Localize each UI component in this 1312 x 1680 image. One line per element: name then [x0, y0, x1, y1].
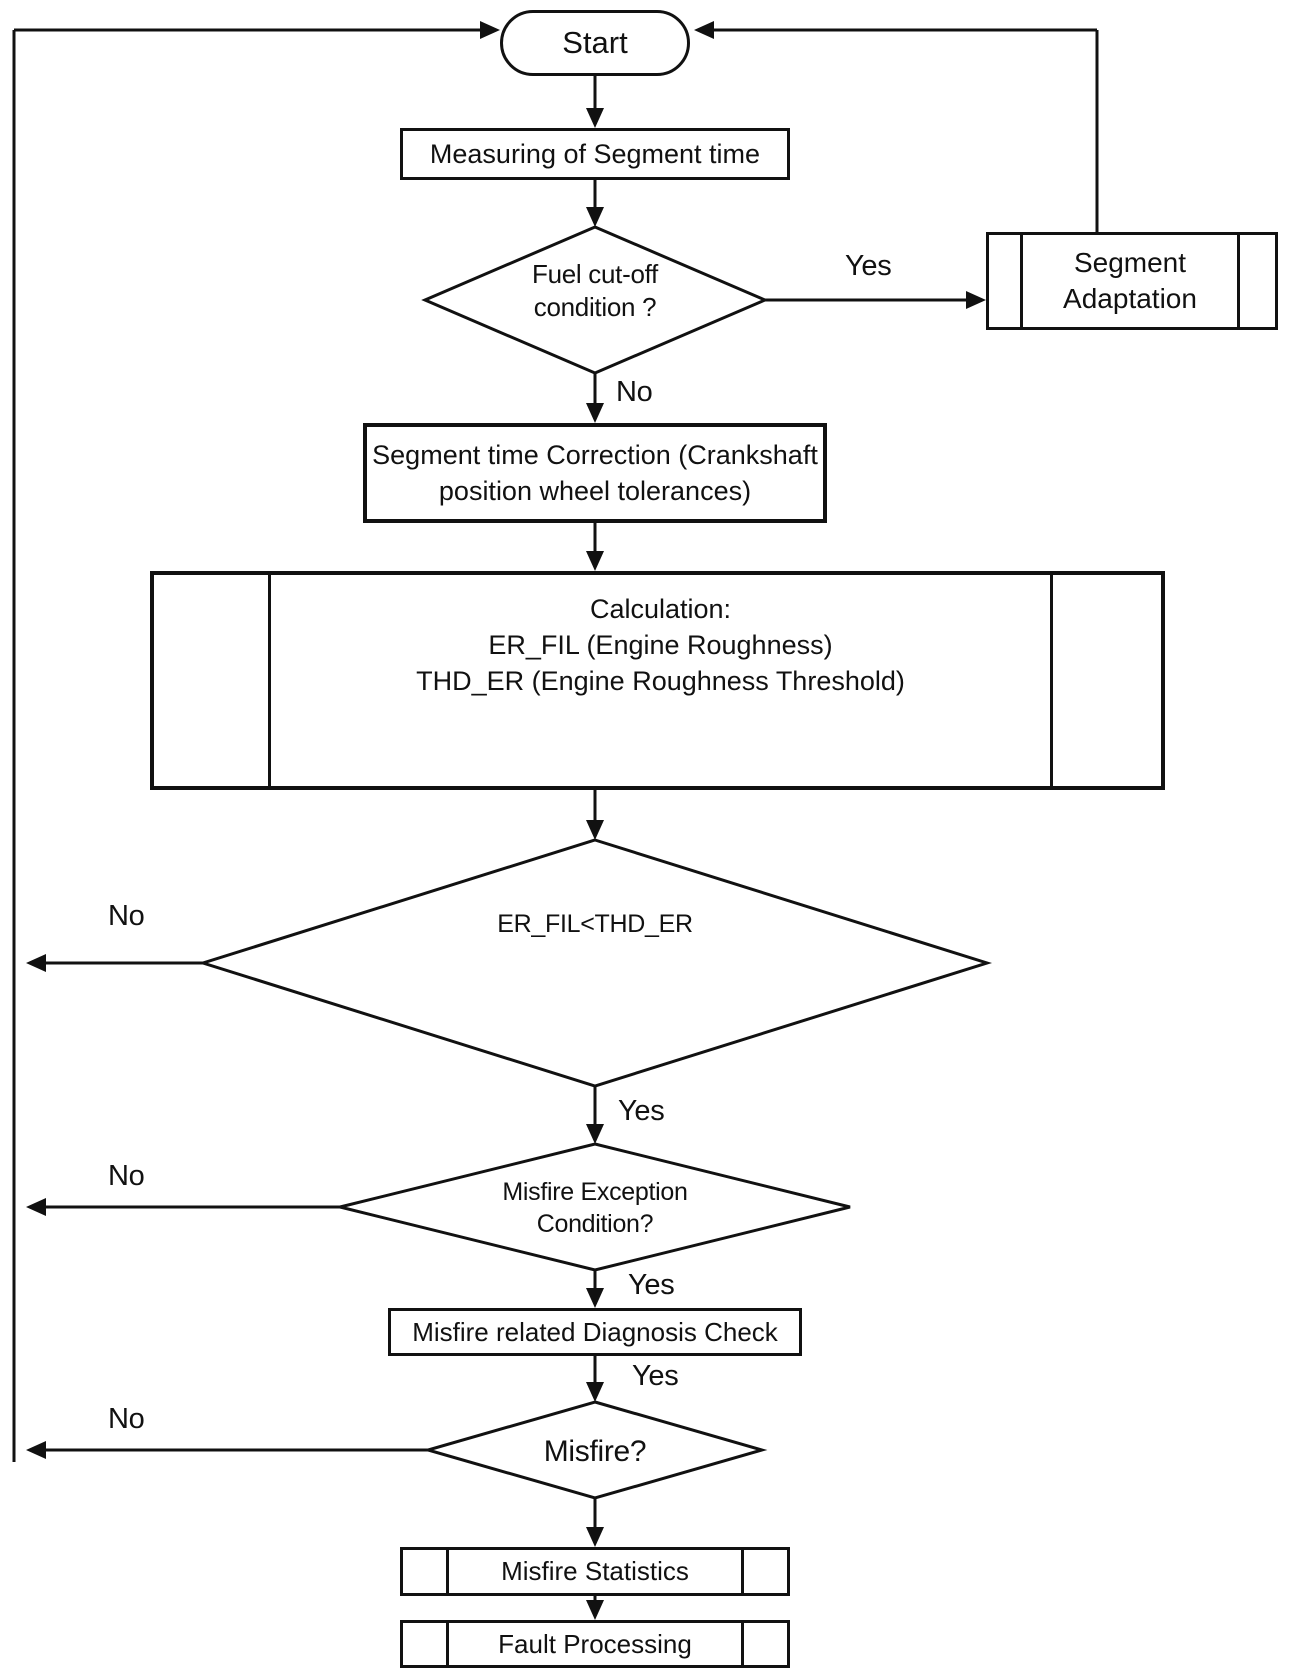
start-label: Start [562, 25, 628, 60]
misfire-diamond [422, 1400, 768, 1500]
fuel-cutoff-line2: condition ? [533, 292, 657, 322]
segment-adaptation-line2: Adaptation [1063, 283, 1197, 314]
segment-correction-line1: Segment time Correction (Crankshaft [372, 440, 818, 470]
edge-label-exception-yes: Yes [628, 1269, 675, 1301]
segment-correction-node: Segment time Correction (Crankshaft posi… [363, 423, 827, 523]
segment-correction-line2: position wheel tolerances) [438, 476, 752, 506]
arrowhead-into-exception [586, 1124, 604, 1144]
er-check-diamond [197, 838, 993, 1088]
segment-adaptation-node: Segment Adaptation [986, 232, 1278, 330]
misfire-label: Misfire? [495, 1435, 695, 1469]
arrowhead-misfire-no [26, 1441, 46, 1459]
misfire-exception-diamond [339, 1142, 851, 1272]
arrowhead-into-fault [586, 1600, 604, 1620]
fault-processing-label: Fault Processing [498, 1628, 692, 1659]
misfire-line1: Misfire? [543, 1435, 647, 1468]
calculation-line3: THD_ER (Engine Roughness Threshold) [416, 666, 905, 696]
arrowhead-into-fuel [586, 207, 604, 227]
arrowhead-into-diagnosis [586, 1288, 604, 1308]
fuel-cutoff-diamond [421, 225, 769, 375]
side-bar-right [741, 1550, 744, 1593]
arrowhead-into-start-right [694, 21, 714, 39]
fuel-cutoff-label: Fuel cut-off condition ? [475, 258, 715, 324]
edge-label-fuel-no: No [616, 376, 653, 408]
segment-adaptation-label: Segment Adaptation [1029, 235, 1231, 327]
misfire-exception-label: Misfire Exception Condition? [445, 1176, 745, 1240]
side-bar-left [268, 575, 271, 786]
edge-label-fuel-yes: Yes [845, 250, 892, 282]
measuring-label: Measuring of Segment time [429, 139, 761, 169]
measuring-node: Measuring of Segment time [400, 128, 790, 180]
edge-label-diagnosis-yes: Yes [632, 1360, 679, 1392]
fuel-cutoff-line1: Fuel cut-off [532, 259, 658, 289]
fault-processing-node: Fault Processing [400, 1620, 790, 1668]
edge-label-misfire-no: No [108, 1403, 145, 1435]
arrowhead-into-start-left [480, 21, 500, 39]
misfire-exception-line2: Condition? [536, 1210, 654, 1238]
misfire-statistics-label: Misfire Statistics [501, 1556, 689, 1586]
arrowhead-into-calculation [586, 551, 604, 571]
edge-label-er-yes: Yes [618, 1095, 665, 1127]
misfire-exception-line1: Misfire Exception [502, 1178, 688, 1206]
calculation-node: Calculation: ER_FIL (Engine Roughness) T… [150, 571, 1165, 790]
arrowhead-into-adaptation [966, 291, 986, 309]
diagnosis-check-label: Misfire related Diagnosis Check [412, 1316, 778, 1347]
calculation-label: Calculation: ER_FIL (Engine Roughness) T… [276, 575, 1045, 786]
arrowhead-into-measuring [586, 108, 604, 128]
side-bar-right [741, 1623, 744, 1665]
calculation-line1: Calculation: [589, 594, 732, 624]
er-check-line1: ER_FIL<THD_ER [497, 910, 693, 938]
arrowhead-exception-no [26, 1198, 46, 1216]
arrowhead-er-no [26, 954, 46, 972]
arrowhead-into-correction [586, 403, 604, 423]
arrowhead-into-er-check [586, 820, 604, 840]
calculation-line2: ER_FIL (Engine Roughness) [488, 630, 833, 660]
misfire-statistics-node: Misfire Statistics [400, 1547, 790, 1596]
side-bar-left [1020, 235, 1023, 327]
segment-adaptation-line1: Segment [1073, 247, 1187, 278]
er-check-label: ER_FIL<THD_ER [430, 908, 760, 940]
side-bar-left [446, 1550, 449, 1593]
arrowhead-into-misfire [586, 1382, 604, 1402]
start-node: Start [500, 10, 690, 76]
arrowhead-into-statistics [586, 1527, 604, 1547]
side-bar-right [1050, 575, 1053, 786]
diagnosis-check-node: Misfire related Diagnosis Check [388, 1308, 802, 1356]
side-bar-right [1237, 235, 1240, 327]
side-bar-left [446, 1623, 449, 1665]
edge-label-exception-no: No [108, 1160, 145, 1192]
edge-label-er-no: No [108, 900, 145, 932]
